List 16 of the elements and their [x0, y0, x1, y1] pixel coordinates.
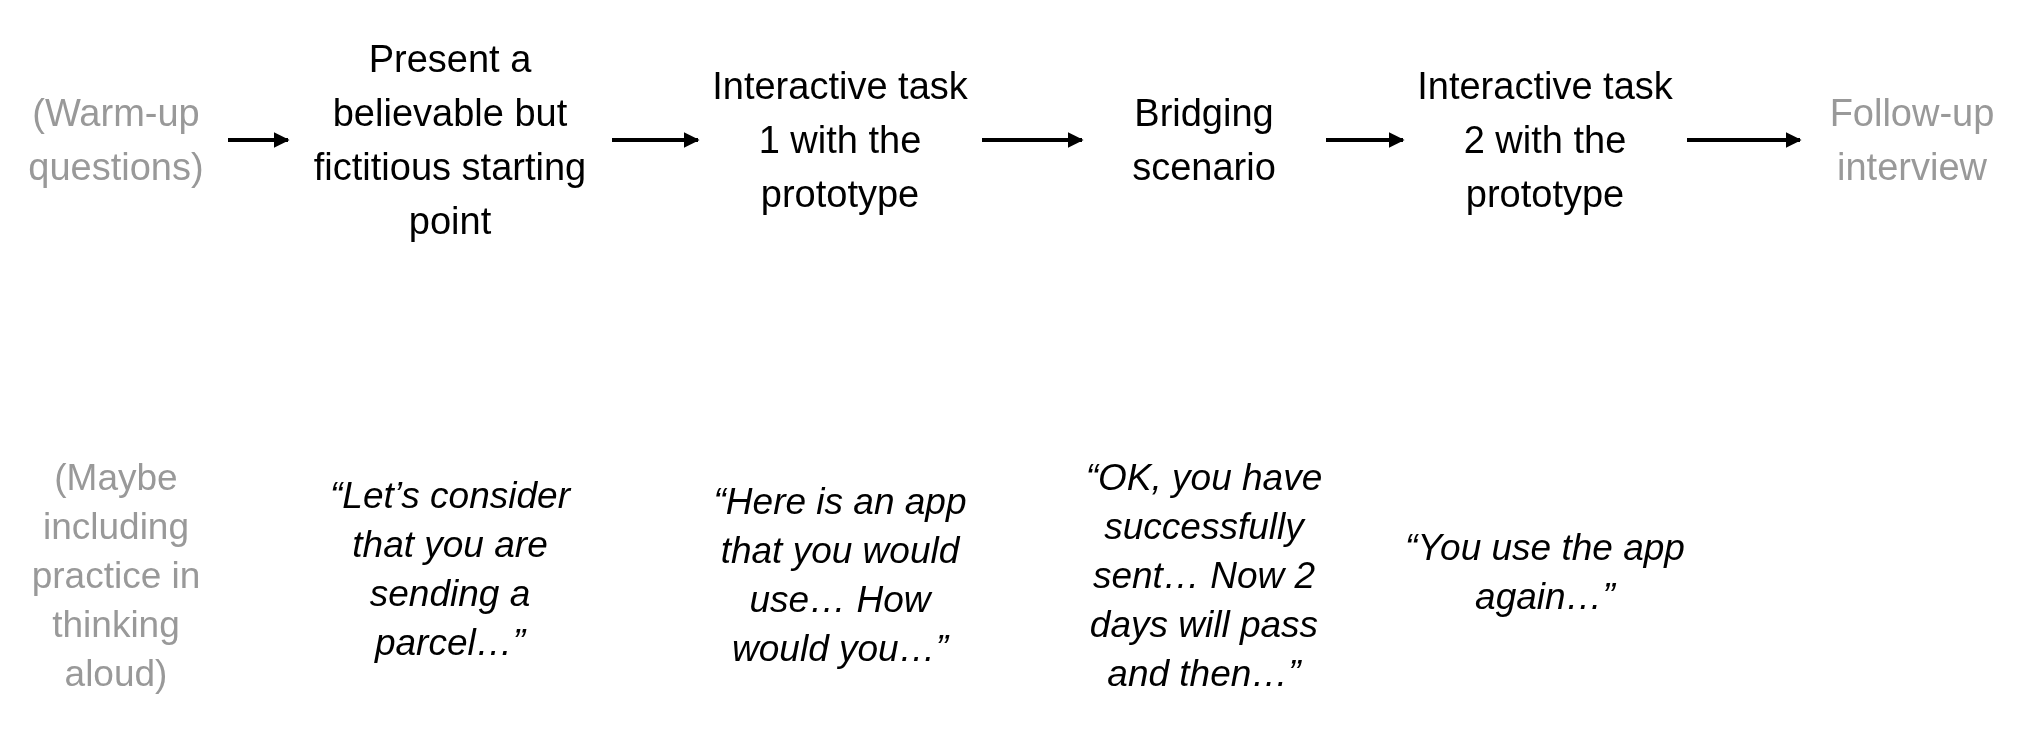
arrow [982, 132, 1084, 148]
quote-text: “Let’s consider that you are sending a parcel…” [329, 474, 573, 665]
quote-text: “OK, you have successfully sent… Now 2 days will pass and then…” [1084, 455, 1324, 696]
note-text: (Maybe including practice in thinking aloud) [30, 455, 202, 696]
step-text: (Warm-up questions) [27, 91, 205, 190]
arrow [612, 132, 700, 148]
step-text: Follow-up interview [1828, 91, 1996, 190]
arrow [1326, 132, 1405, 148]
step-text: Bridging scenario [1131, 91, 1277, 190]
quote-text: “Here is an app that you would use… How would you…” [712, 480, 968, 671]
step-text: Present a believable but fictitious starting point [312, 37, 588, 244]
step-text: Interactive task 1 with the prototype [711, 64, 969, 217]
arrow [228, 132, 290, 148]
arrow [1687, 132, 1802, 148]
step-text: Interactive task 2 with the prototype [1416, 64, 1674, 217]
quote-text: “You use the app again…” [1404, 526, 1686, 619]
